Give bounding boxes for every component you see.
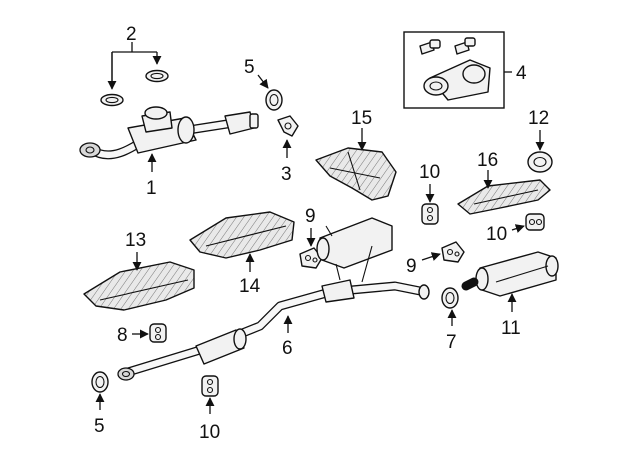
- callout-10-top: 10: [419, 162, 440, 183]
- callout-7: 7: [446, 332, 457, 353]
- part-9-right-bracket: [421, 241, 465, 263]
- callout-1: 1: [146, 178, 157, 199]
- callout-9-left: 9: [305, 206, 316, 227]
- part-10-top-hanger: [421, 184, 439, 225]
- part-16-heat-shield: [457, 170, 551, 215]
- callout-5-top: 5: [244, 57, 255, 78]
- part-5-top-gasket: [257, 74, 283, 111]
- callout-15: 15: [351, 108, 372, 129]
- callout-8: 8: [117, 325, 128, 346]
- callout-4: 4: [516, 63, 527, 84]
- callout-3: 3: [281, 164, 292, 185]
- part-3-bracket: [277, 115, 299, 158]
- part-15-heat-shield: [315, 128, 397, 201]
- part-4-converter-kit: [403, 31, 512, 109]
- callout-2: 2: [126, 24, 137, 45]
- part-8-hanger: [132, 323, 167, 343]
- part-14-heat-shield: [189, 211, 295, 272]
- part-12-hanger-ring: [527, 130, 553, 173]
- callout-13: 13: [125, 230, 146, 251]
- part-2-gaskets: [100, 42, 169, 107]
- callout-16: 16: [477, 150, 498, 171]
- part-6-center-pipe: [117, 217, 430, 381]
- callout-5-bottom: 5: [94, 416, 105, 437]
- callout-6: 6: [282, 338, 293, 359]
- callout-10-bottom: 10: [199, 422, 220, 443]
- part-7-gasket: [441, 287, 459, 326]
- part-5-bottom-gasket: [91, 371, 109, 410]
- callout-12: 12: [528, 108, 549, 129]
- callout-14: 14: [239, 276, 261, 297]
- part-10-bottom-hanger: [201, 375, 219, 414]
- callout-9-right: 9: [406, 256, 417, 277]
- part-1-front-pipe: [79, 106, 259, 172]
- part-9-left-bracket: [299, 228, 323, 269]
- part-10-right-hanger: [511, 213, 545, 233]
- callout-10-right: 10: [486, 224, 507, 245]
- callout-11: 11: [501, 318, 521, 339]
- part-13-heat-shield: [83, 252, 195, 311]
- part-11-rear-muffler: [461, 251, 559, 312]
